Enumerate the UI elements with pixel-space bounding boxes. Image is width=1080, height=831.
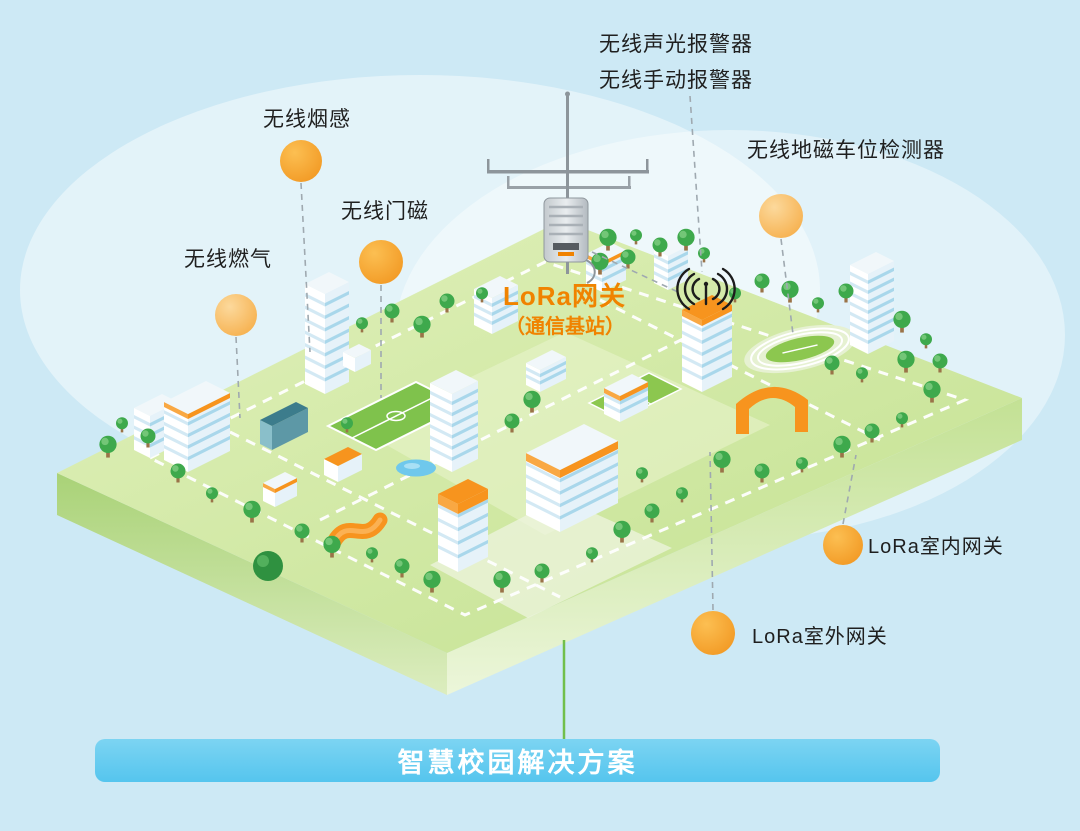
alarm-connector: [689, 95, 703, 273]
indoor-gateway-connector: [842, 454, 857, 525]
sensor-markers: [215, 140, 863, 655]
label-gas-detector: 无线燃气: [184, 248, 272, 271]
parking-marker-dot: [759, 194, 803, 238]
campus-gate-arch: [736, 386, 808, 434]
pond: [396, 459, 436, 477]
smoke-marker-dot: [280, 140, 322, 182]
label-lora-gateway-subtitle: （通信基站）: [505, 316, 625, 338]
campus-roads: [146, 260, 970, 617]
gas-connector: [235, 336, 241, 419]
gas-marker-dot: [215, 294, 257, 336]
outdoor-gateway-connector: [709, 451, 714, 611]
outdoor-gateway-marker-dot: [691, 611, 735, 655]
parking-connector: [780, 238, 794, 335]
label-manual-alarm: 无线手动报警器: [599, 69, 753, 92]
label-smoke-detector: 无线烟感: [263, 108, 351, 131]
label-sound-light-alarm: 无线声光报警器: [599, 33, 753, 56]
label-door-magnet: 无线门磁: [341, 200, 429, 223]
label-parking-detector: 无线地磁车位检测器: [747, 139, 945, 162]
connector-lines: [235, 95, 857, 611]
door-marker-dot: [359, 240, 403, 284]
lora-antenna-device: [487, 91, 649, 284]
bush: [253, 551, 283, 581]
antenna-tower-connector: [591, 251, 679, 293]
label-lora-gateway-title: LoRa网关: [503, 281, 627, 311]
label-outdoor-gateway: LoRa室外网关: [752, 626, 888, 648]
rf-signal-icon: [676, 267, 736, 311]
indoor-gateway-marker-dot: [823, 525, 863, 565]
wavy-roof-building: [326, 512, 388, 550]
title-banner: 智慧校园解决方案: [95, 739, 940, 782]
title-banner-text: 智慧校园解决方案: [397, 748, 638, 778]
label-indoor-gateway: LoRa室内网关: [868, 536, 1004, 558]
